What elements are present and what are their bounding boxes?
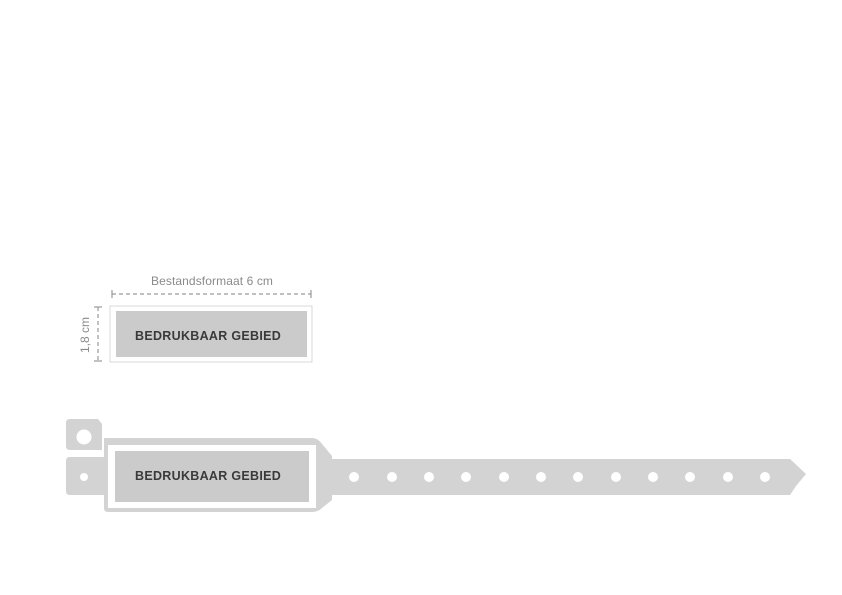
wristband-strap [330,459,806,495]
adjustment-hole [685,472,695,482]
adjustment-holes [349,472,770,482]
adjustment-hole [611,472,621,482]
width-dimension-line [111,290,312,298]
adjustment-hole [349,472,359,482]
wristband-print-area [115,451,309,502]
adjustment-hole [499,472,509,482]
adjustment-hole [461,472,471,482]
height-dimension-line [94,306,102,362]
print-area-sample [109,305,313,363]
print-area-label: BEDRUKBAAR GEBIED [135,329,282,343]
adjustment-hole [573,472,583,482]
width-dimension-label: Bestandsformaat 6 cm [150,274,274,288]
wristband [66,419,806,512]
wristband-print-area-label: BEDRUKBAAR GEBIED [135,469,282,483]
snap-hole-top [76,429,92,445]
adjustment-hole [387,472,397,482]
adjustment-hole [424,472,434,482]
snap-hole-bottom [80,473,88,481]
adjustment-hole [723,472,733,482]
adjustment-hole [760,472,770,482]
adjustment-hole [536,472,546,482]
height-dimension-label: 1,8 cm [78,317,92,354]
adjustment-hole [648,472,658,482]
